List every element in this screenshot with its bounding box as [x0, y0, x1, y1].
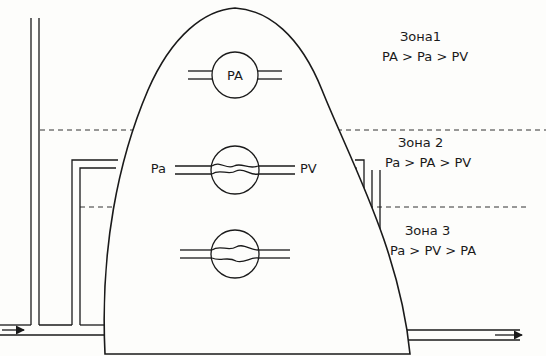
zone-title: Зона1	[400, 30, 441, 44]
pressure-label: PV	[300, 162, 317, 176]
pressure-label: PA	[227, 68, 243, 83]
outflow-arrow	[495, 334, 522, 335]
zone-title: Зона 3	[405, 224, 450, 238]
capillary-node: PA	[210, 50, 260, 100]
capillary-vessel	[175, 71, 295, 278]
pressure-label: Pa	[151, 162, 166, 176]
inflow-arrow	[2, 329, 24, 330]
zone-formula: Pa > PA > PV	[385, 156, 471, 170]
zone-formula: PA > Pa > PV	[382, 50, 468, 64]
zone-title: Зона 2	[398, 136, 443, 150]
lung-outline	[104, 8, 410, 354]
zone-formula: Pa > PV > PA	[390, 244, 476, 258]
